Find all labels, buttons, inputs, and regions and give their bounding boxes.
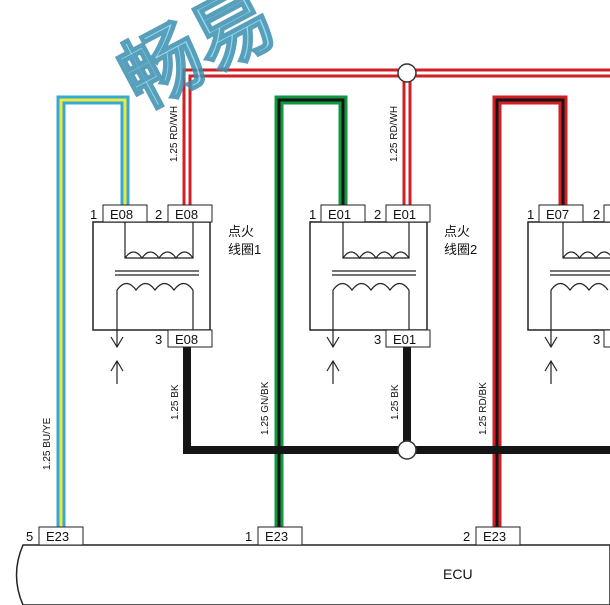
wire-label-bk-2: 1.25 BK [390,384,401,420]
coil2-name-line1: 点火 [444,224,470,239]
ecu-conn-2: E23 [483,529,506,544]
coil3-pin-3: 3 [593,332,600,347]
wire-label-rd-bk: 1.25 RD/BK [478,382,489,435]
wire-rd-bk [492,95,568,527]
coil1-conn-1: E08 [110,207,133,222]
wire-label-gn-bk: 1.25 GN/BK [260,381,271,435]
coil1-name-line1: 点火 [228,224,254,239]
ecu-label: ECU [443,566,473,582]
wire-label-bk-1: 1.25 BK [170,384,181,420]
coil3-conn-1: E07 [546,207,569,222]
coil2-name-line2: 线圈2 [444,242,477,257]
coil2-conn-2: E01 [393,207,416,222]
coil2-pin-2: 2 [374,207,381,222]
ecu-pin-5: 5 [26,529,33,544]
coil2-pin-3: 3 [374,332,381,347]
ecu-conn-1: E23 [265,529,288,544]
coil1-pin-3: 3 [155,332,162,347]
coil3-pin-2: 2 [593,207,600,222]
splice-rd-wh [397,63,417,83]
watermark: 畅易 [105,0,290,127]
coil2-conn-3: E01 [393,332,416,347]
coil1-pin-2: 2 [155,207,162,222]
coil1-conn-3: E08 [175,332,198,347]
ecu-pin-1: 1 [245,529,252,544]
wire-bu-ye [56,95,130,527]
ignition-coil-1: 1 E08 2 E08 3 E08 点火 线圈1 [90,204,261,384]
coil1-conn-2: E08 [175,207,198,222]
wire-label-rd-wh-2: 1.25 RD/WH [389,106,400,162]
wire-bk-ground [183,347,610,454]
coil2-conn-1: E01 [328,207,351,222]
coil1-name-line2: 线圈1 [228,242,261,257]
wire-rd-wh-bus [182,68,610,205]
splice-bk [397,440,417,460]
wire-label-rd-wh-1: 1.25 RD/WH [169,106,180,162]
ignition-coil-2: 1 E01 2 E01 3 E01 点火 线圈2 [309,204,477,384]
coil1-pin-1: 1 [90,207,97,222]
wire-gn-bk [274,95,348,527]
coil2-pin-1: 1 [309,207,316,222]
ecu-conn-5: E23 [46,529,69,544]
coil3-pin-1: 1 [527,207,534,222]
ignition-coil-3: 1 E07 2 3 [527,204,610,384]
ecu-pin-2: 2 [463,529,470,544]
ecu-block: ECU 5 E23 1 E23 2 E23 [15,526,610,605]
wire-label-bu-ye: 1.25 BU/YE [42,417,53,470]
